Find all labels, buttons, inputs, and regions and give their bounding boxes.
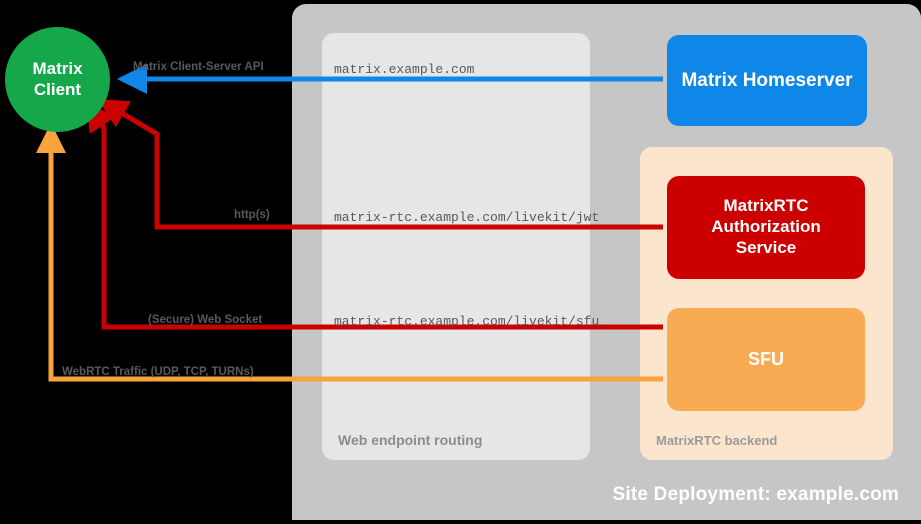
flow-label-secure-web-socket: (Secure) Web Socket (148, 314, 263, 326)
flow-label-http-s: http(s) (234, 209, 270, 221)
node-matrix-client[interactable]: Matrix Client (5, 27, 110, 132)
arrow-webrtc-traffic (36, 122, 663, 382)
matrix-client-label-line1: Matrix (32, 59, 83, 79)
node-matrix-homeserver[interactable]: Matrix Homeserver (667, 35, 867, 126)
matrix-client-label-line2: Client (33, 79, 82, 99)
endpoint-label-matrix-example-com: matrix.example.com (334, 62, 475, 77)
flow-label-matrix-client-server-api: Matrix Client-Server API (133, 61, 264, 73)
flow-label-webrtc-traffic: WebRTC Traffic (UDP, TCP, TURNs) (62, 366, 254, 378)
arrow-secure-web-socket (85, 100, 663, 330)
endpoint-label-livekit-jwt: matrix-rtc.example.com/livekit/jwt (334, 210, 600, 225)
arrow-http-s-jwt (97, 98, 663, 230)
endpoint-label-livekit-sfu: matrix-rtc.example.com/livekit/sfu (334, 314, 600, 329)
matrix-homeserver-label: Matrix Homeserver (681, 69, 853, 91)
node-matrixrtc-authorization-service[interactable]: MatrixRTC Authorization Service (667, 176, 865, 279)
matrixrtc-backend-label: MatrixRTC backend (656, 433, 778, 448)
auth-service-label-line1: MatrixRTC (723, 196, 809, 216)
sfu-label: SFU (748, 348, 784, 369)
auth-service-label-line2: Authorization (711, 217, 821, 237)
auth-service-label-line3: Service (735, 237, 797, 257)
web-endpoint-routing-panel: Web endpoint routing (322, 33, 590, 460)
node-sfu[interactable]: SFU (667, 308, 865, 411)
site-deployment-label: Site Deployment: example.com (612, 484, 899, 505)
web-endpoint-routing-label: Web endpoint routing (338, 432, 483, 448)
